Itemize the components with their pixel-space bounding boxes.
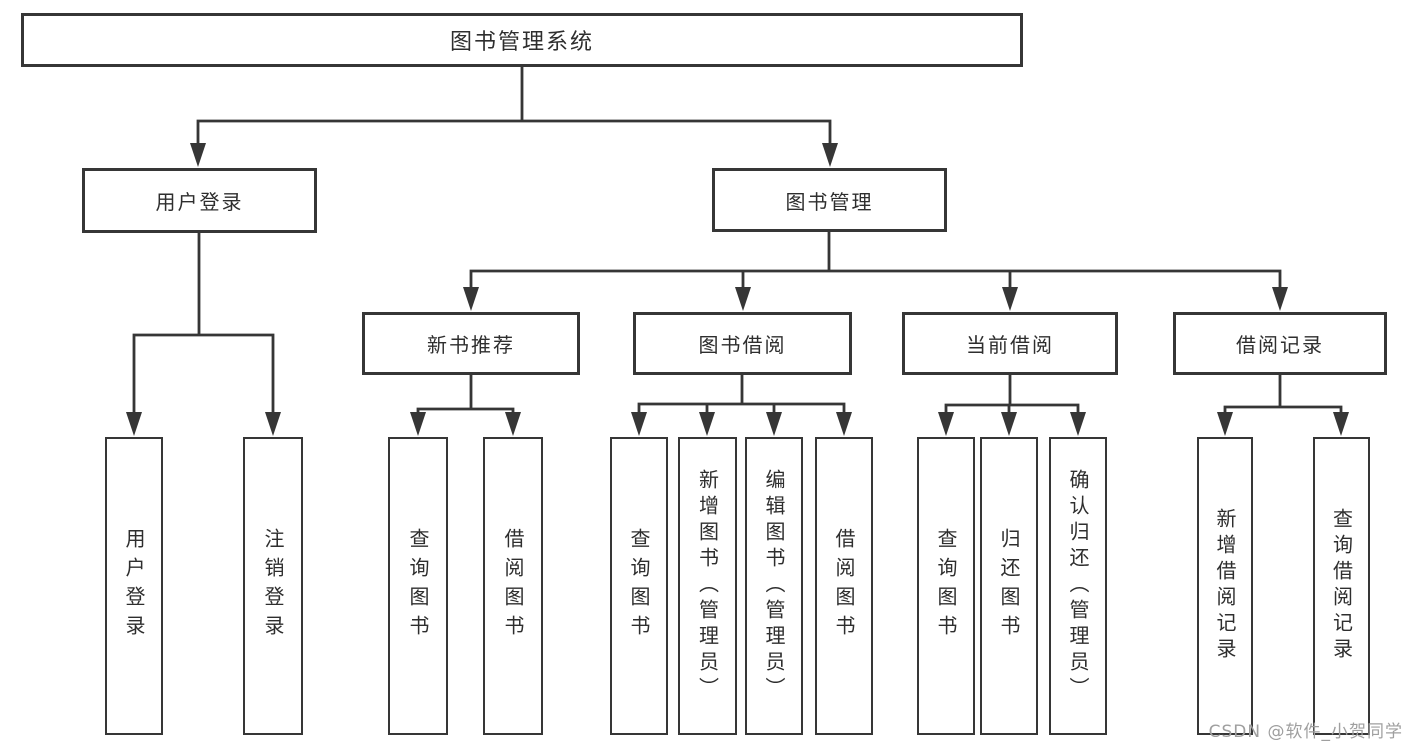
leaf-add-book-admin-label: 新增图书（管理员） bbox=[695, 469, 720, 703]
leaf-current-query-book: 查询图书 bbox=[917, 437, 975, 735]
leaf-newbook-query-book-label: 查询图书 bbox=[406, 528, 430, 644]
leaf-user-login-label: 用户登录 bbox=[122, 528, 146, 644]
leaf-add-borrow-record: 新增借阅记录 bbox=[1197, 437, 1253, 735]
node-book-borrowing: 图书借阅 bbox=[633, 312, 852, 375]
node-new-book-recommend-label: 新书推荐 bbox=[427, 333, 515, 357]
arrow-down-icon bbox=[265, 412, 281, 436]
leaf-newbook-query-book: 查询图书 bbox=[388, 437, 448, 735]
node-root: 图书管理系统 bbox=[21, 13, 1023, 67]
node-user-login: 用户登录 bbox=[82, 168, 317, 233]
arrow-down-icon bbox=[1001, 412, 1017, 436]
node-book-management: 图书管理 bbox=[712, 168, 947, 232]
node-borrowing-records: 借阅记录 bbox=[1173, 312, 1387, 375]
arrow-down-icon bbox=[699, 412, 715, 436]
leaf-borrowing-borrow-book-label: 借阅图书 bbox=[832, 528, 856, 644]
arrow-down-icon bbox=[1070, 412, 1086, 436]
leaf-confirm-return-admin: 确认归还（管理员） bbox=[1049, 437, 1107, 735]
node-borrowing-records-label: 借阅记录 bbox=[1236, 333, 1324, 357]
arrow-down-icon bbox=[735, 287, 751, 311]
connector-userlogin-to-children bbox=[132, 233, 275, 413]
arrow-down-icon bbox=[1333, 412, 1349, 436]
leaf-add-borrow-record-label: 新增借阅记录 bbox=[1213, 508, 1237, 664]
connector-bookborrow-to-children bbox=[637, 375, 846, 414]
leaf-newbook-borrow-book-label: 借阅图书 bbox=[501, 528, 525, 644]
leaf-borrowing-borrow-book: 借阅图书 bbox=[815, 437, 873, 735]
node-user-login-label: 用户登录 bbox=[155, 190, 244, 214]
connector-bookmgmt-to-level3 bbox=[469, 232, 1282, 290]
arrow-down-icon bbox=[1272, 287, 1288, 311]
arrow-down-icon bbox=[1217, 412, 1233, 436]
leaf-edit-book-admin: 编辑图书（管理员） bbox=[745, 437, 803, 735]
leaf-logout-label: 注销登录 bbox=[261, 528, 285, 644]
connector-root-to-level2 bbox=[196, 67, 832, 145]
leaf-borrowing-query-book-label: 查询图书 bbox=[627, 528, 651, 644]
leaf-confirm-return-admin-label: 确认归还（管理员） bbox=[1066, 469, 1090, 703]
connector-borrowrecord-to-children bbox=[1223, 375, 1343, 414]
arrow-down-icon bbox=[410, 412, 426, 436]
leaf-borrowing-query-book: 查询图书 bbox=[610, 437, 668, 735]
arrow-down-icon bbox=[126, 412, 142, 436]
leaf-query-borrow-record-label: 查询借阅记录 bbox=[1329, 508, 1354, 664]
node-current-borrowing-label: 当前借阅 bbox=[966, 333, 1054, 357]
arrow-down-icon bbox=[836, 412, 852, 436]
node-root-label: 图书管理系统 bbox=[449, 30, 594, 55]
leaf-query-borrow-record: 查询借阅记录 bbox=[1313, 437, 1370, 735]
arrow-down-icon bbox=[463, 287, 479, 311]
leaf-add-book-admin: 新增图书（管理员） bbox=[678, 437, 737, 735]
arrow-down-icon bbox=[938, 412, 954, 436]
node-current-borrowing: 当前借阅 bbox=[902, 312, 1118, 375]
connector-currentborrow-to-children bbox=[944, 375, 1080, 414]
arrow-down-icon bbox=[505, 412, 521, 436]
leaf-return-book-label: 归还图书 bbox=[997, 528, 1021, 644]
arrow-down-icon bbox=[766, 412, 782, 436]
arrow-down-icon bbox=[190, 143, 206, 167]
leaf-current-query-book-label: 查询图书 bbox=[934, 528, 958, 644]
arrow-down-icon bbox=[631, 412, 647, 436]
leaf-newbook-borrow-book: 借阅图书 bbox=[483, 437, 543, 735]
connector-newbook-to-children bbox=[416, 375, 515, 414]
leaf-user-login: 用户登录 bbox=[105, 437, 163, 735]
arrow-down-icon bbox=[1002, 287, 1018, 311]
leaf-edit-book-admin-label: 编辑图书（管理员） bbox=[762, 469, 786, 703]
node-new-book-recommend: 新书推荐 bbox=[362, 312, 580, 375]
node-book-management-label: 图书管理 bbox=[785, 189, 874, 214]
leaf-return-book: 归还图书 bbox=[980, 437, 1038, 735]
arrow-down-icon bbox=[822, 143, 838, 167]
node-book-borrowing-label: 图书借阅 bbox=[698, 333, 787, 357]
leaf-logout: 注销登录 bbox=[243, 437, 303, 735]
